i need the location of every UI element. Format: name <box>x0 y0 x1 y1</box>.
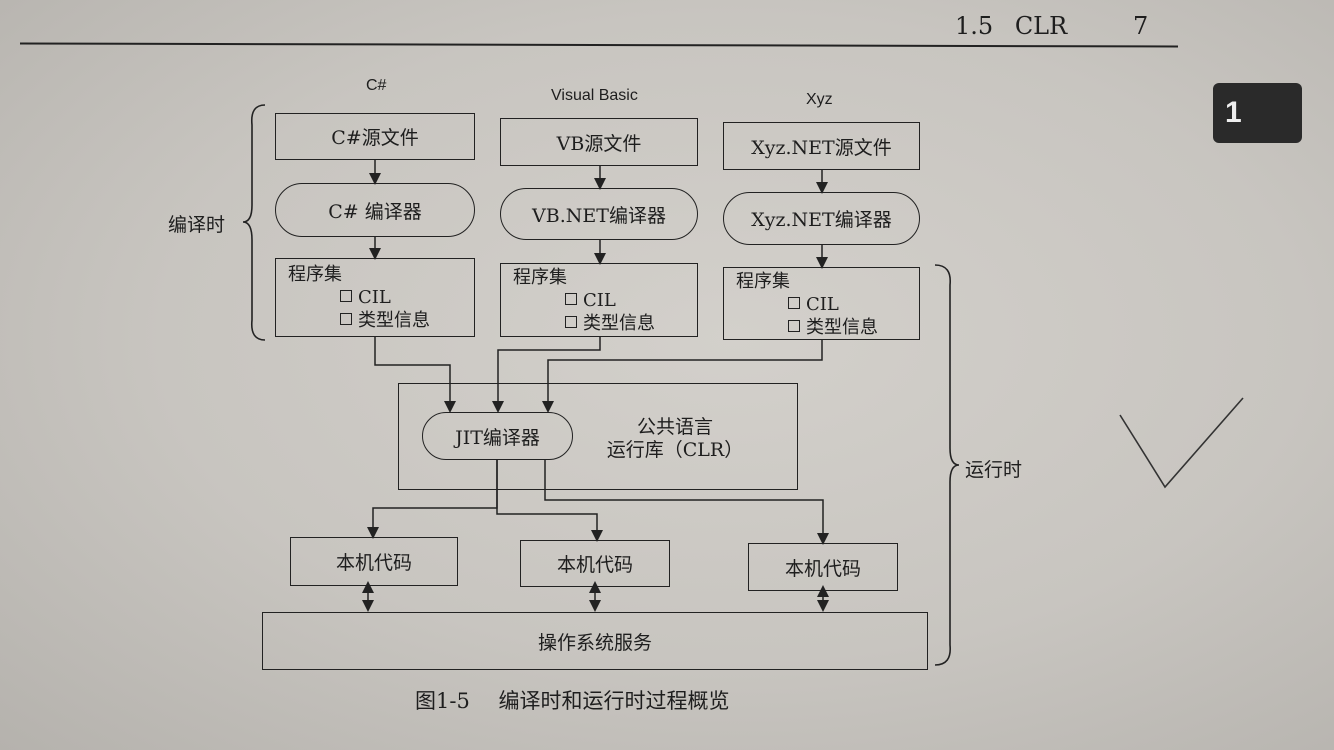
compile-time-brace <box>242 104 266 341</box>
checkbox-icon <box>565 316 577 328</box>
clr-label-line2: 运行库（CLR） <box>606 439 744 461</box>
compile-time-label: 编译时 <box>168 214 226 236</box>
checkbox-icon <box>565 293 577 305</box>
assembly-title: 程序集 <box>288 264 342 285</box>
source-file-xyz: Xyz.NET源文件 <box>723 122 920 170</box>
running-header: 1.5 CLR <box>955 12 1067 40</box>
language-label-vb: Visual Basic <box>551 87 638 104</box>
language-label-csharp: C# <box>366 77 387 94</box>
section-number: 1.5 <box>955 12 994 40</box>
os-services: 操作系统服务 <box>262 612 928 670</box>
assembly-csharp: 程序集 CIL 类型信息 <box>275 258 475 337</box>
source-file-vb: VB源文件 <box>500 118 698 166</box>
assembly-title: 程序集 <box>513 267 567 288</box>
runtime-label: 运行时 <box>965 459 1023 481</box>
assembly-item: 类型信息 <box>358 310 430 331</box>
checkbox-icon <box>788 320 800 332</box>
runtime-brace <box>934 264 960 666</box>
compiler-vb: VB.NET编译器 <box>500 188 698 240</box>
figure-caption: 图1-5 编译时和运行时过程概览 <box>415 685 730 715</box>
section-title: CLR <box>1014 12 1068 40</box>
native-code-3: 本机代码 <box>748 543 898 591</box>
assembly-vb: 程序集 CIL 类型信息 <box>500 263 698 337</box>
native-code-1: 本机代码 <box>290 537 458 586</box>
clr-box <box>398 383 798 490</box>
clr-label-line1: 公共语言 <box>636 416 713 438</box>
language-label-xyz: Xyz <box>806 91 833 108</box>
compiler-xyz: Xyz.NET编译器 <box>723 192 920 245</box>
jit-compiler: JIT编译器 <box>422 412 573 460</box>
compiler-csharp: C# 编译器 <box>275 183 475 237</box>
assembly-xyz: 程序集 CIL 类型信息 <box>723 267 920 340</box>
figure-number: 图1-5 <box>415 689 470 713</box>
checkbox-icon <box>340 313 352 325</box>
checkbox-icon <box>340 290 352 302</box>
assembly-item: CIL <box>583 290 616 311</box>
native-code-2: 本机代码 <box>520 540 670 587</box>
chapter-tab: 1 <box>1213 83 1302 143</box>
clr-label: 公共语言 运行库（CLR） <box>600 416 750 462</box>
assembly-item: CIL <box>806 294 839 315</box>
figure-title: 编译时和运行时过程概览 <box>498 689 730 713</box>
assembly-item: 类型信息 <box>583 313 655 334</box>
checkmark <box>1119 397 1244 489</box>
assembly-item: 类型信息 <box>806 317 878 338</box>
assembly-title: 程序集 <box>736 271 790 292</box>
source-file-csharp: C#源文件 <box>275 113 475 160</box>
page-number: 7 <box>1133 12 1149 40</box>
checkbox-icon <box>788 297 800 309</box>
assembly-item: CIL <box>358 287 391 308</box>
